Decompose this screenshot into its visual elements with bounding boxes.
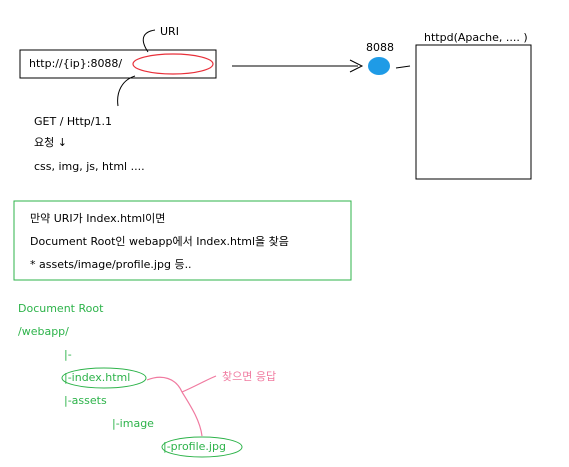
resource-types: css, img, js, html .... — [34, 160, 145, 173]
request-arrow-head — [349, 59, 364, 73]
found-response-label: 찾으면 응답 — [222, 370, 277, 383]
response-link-label — [181, 375, 217, 393]
index-highlight-ellipse — [61, 367, 147, 389]
tree-title: Document Root — [18, 302, 104, 315]
request-line: GET / Http/1.1 — [34, 115, 112, 128]
port-server-connector — [395, 65, 411, 69]
tree-root: /webapp/ — [18, 325, 69, 338]
note-line-3: * assets/image/profile.jpg 등.. — [30, 258, 192, 271]
note-line-2: Document Root인 webapp에서 Index.html을 찾음 — [30, 235, 289, 248]
request-label: 요청 ↓ — [34, 136, 67, 149]
note-line-1: 만약 URI가 Index.html이면 — [30, 212, 166, 225]
tree-branch: |- — [64, 348, 72, 361]
response-link-profile — [181, 391, 203, 437]
url-text: http://{ip}:8088/ — [29, 57, 123, 70]
uri-pointer-line — [142, 29, 156, 53]
port-dot — [368, 57, 390, 75]
tree-item-index: |-index.html — [64, 371, 131, 384]
request-pointer-line — [117, 75, 136, 107]
url-box — [19, 49, 217, 79]
response-link-index — [146, 376, 183, 393]
uri-label: URI — [160, 25, 179, 38]
server-box — [415, 44, 532, 180]
profile-highlight-ellipse — [161, 436, 243, 458]
tree-item-image: |-image — [112, 417, 154, 430]
uri-highlight-ellipse — [132, 53, 214, 75]
port-label: 8088 — [366, 41, 394, 54]
tree-item-assets: |-assets — [64, 394, 107, 407]
server-name-label: httpd(Apache, .... ) — [424, 31, 528, 44]
note-box — [13, 200, 352, 281]
tree-item-profile: |-profile.jpg — [163, 440, 226, 453]
